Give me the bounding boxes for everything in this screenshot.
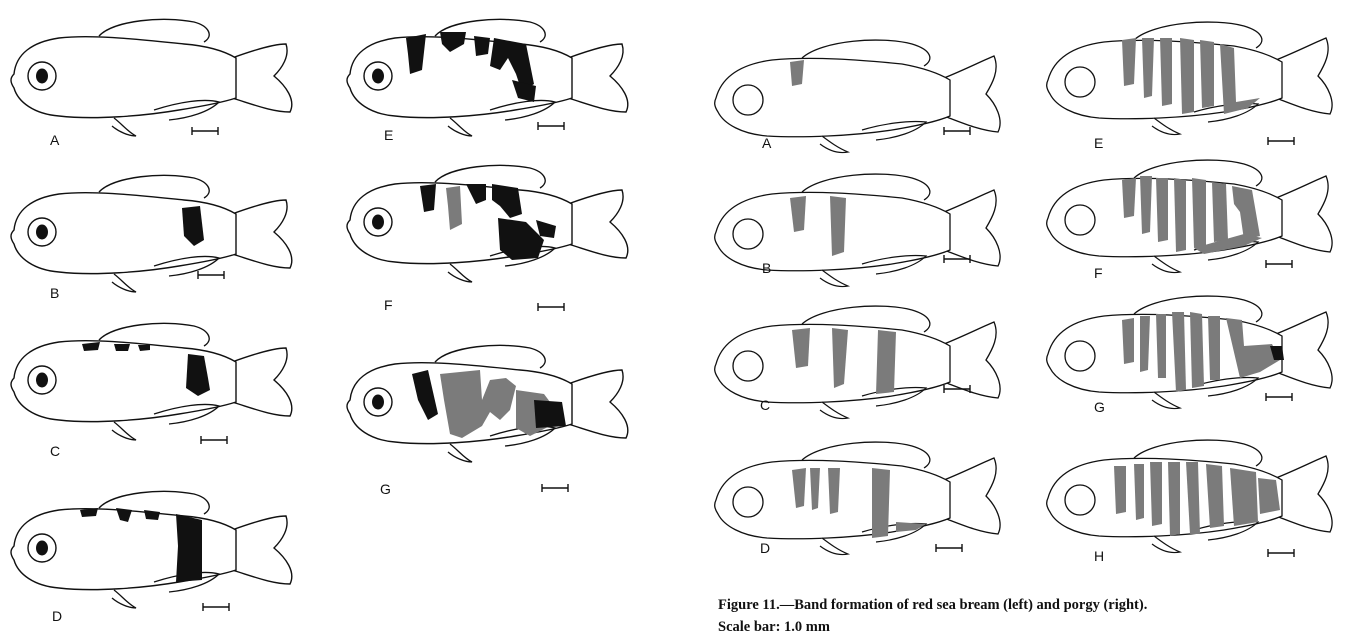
bream-panel-B [11, 175, 292, 292]
bream-panel-D [11, 491, 292, 608]
scale-bar [203, 603, 229, 611]
porgy-panel-A [715, 40, 1000, 152]
scale-bar [538, 303, 564, 311]
panel-label-F: F [1094, 265, 1103, 281]
panel-label-D: D [760, 540, 770, 556]
scale-bar [1268, 137, 1294, 145]
panel-label-G: G [1094, 399, 1105, 415]
porgy-panel-E [1047, 22, 1332, 134]
panel-label-H: H [1094, 548, 1104, 564]
figure-caption-line2: Scale bar: 1.0 mm [718, 619, 830, 636]
scale-bar [1268, 549, 1294, 557]
panel-label-E: E [384, 127, 393, 143]
scale-bar [538, 122, 564, 130]
porgy-panel-G [1047, 296, 1332, 408]
bream-panel-C [11, 323, 292, 440]
scale-bar [542, 484, 568, 492]
panel-label-E: E [1094, 135, 1103, 151]
panel-label-A: A [50, 132, 60, 148]
porgy-panel-H [1047, 440, 1332, 552]
bream-panel-A [11, 19, 292, 136]
bream-panel-F [347, 165, 628, 282]
porgy-panel-D [715, 442, 1000, 554]
panel-label-G: G [380, 481, 391, 497]
scale-bar [192, 127, 218, 135]
panel-label-C: C [760, 397, 770, 413]
panel-label-B: B [762, 260, 771, 276]
scale-bar [1266, 260, 1292, 268]
scale-bar [944, 127, 970, 135]
panel-label-D: D [52, 608, 62, 624]
bream-panel-E [347, 19, 628, 136]
panel-label-A: A [762, 135, 772, 151]
scale-bar [201, 436, 227, 444]
porgy-panel-F [1047, 160, 1332, 272]
panel-label-F: F [384, 297, 393, 313]
bream-panel-G [347, 345, 628, 462]
scale-bar [198, 271, 224, 279]
scale-bar [936, 544, 962, 552]
porgy-panel-B [715, 174, 1000, 286]
panel-label-C: C [50, 443, 60, 459]
figure-caption: Figure 11.—Band formation of red sea bre… [718, 597, 1358, 614]
panel-label-B: B [50, 285, 59, 301]
porgy-panel-C [715, 306, 1000, 418]
scale-bar [1266, 393, 1292, 401]
